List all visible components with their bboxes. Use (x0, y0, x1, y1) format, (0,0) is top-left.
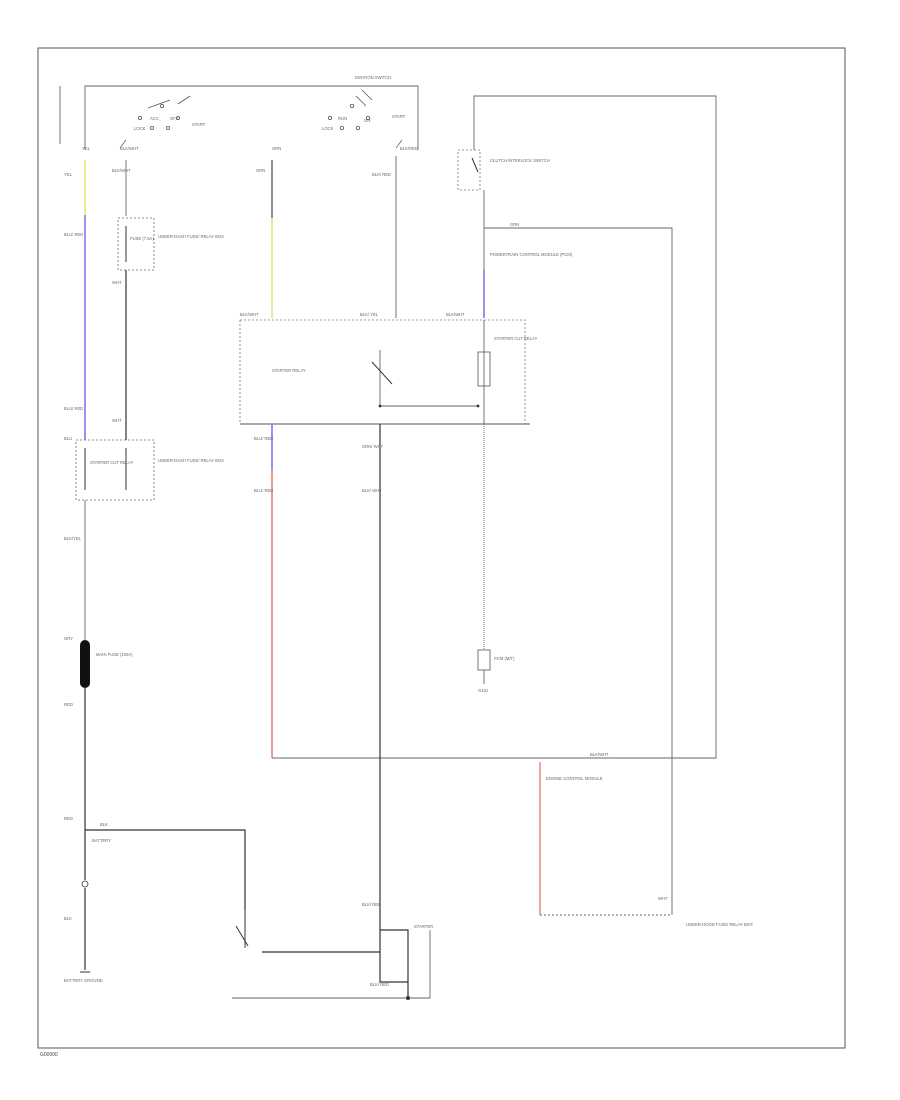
wire-label: ACC (150, 116, 159, 121)
wire-label: GRN (510, 222, 519, 227)
wire-label: BLK/WHT (120, 146, 139, 151)
ignition-contacts-left (137, 95, 191, 131)
under-dash-fuse-relay-box-upper: FUSE (7.5A) UNDER-DASH FUSE/ RELAY BOX (117, 217, 224, 271)
wire-label: BLK/RED (400, 146, 418, 151)
wire-label: BLK/WHT (240, 312, 259, 317)
wire-label: STARTER CUT RELAY (90, 460, 134, 465)
wire-label: OFF (170, 116, 179, 121)
wire-label: RUN (338, 116, 347, 121)
wire-label: BLK/WHT (446, 312, 465, 317)
wire-label: PCM (M/T) (494, 656, 515, 661)
wire-label: LOCK (322, 126, 334, 131)
wire-label: MAIN FUSE (100A) (96, 652, 133, 657)
wire-label: BATTERY (92, 838, 111, 843)
wire-label: YEL (64, 172, 73, 177)
wire-label: START (192, 122, 206, 127)
wire-label: UNDER-DASH FUSE/ RELAY BOX (158, 458, 224, 463)
wire-label: BLU/ RED (254, 488, 273, 493)
wire-label: GRY (64, 636, 73, 641)
wire-label: UNDER-DASH FUSE/ RELAY BOX (158, 234, 224, 239)
battery-ground: BATTERY GROUND (64, 971, 103, 983)
right-column-wiring: CLUTCH INTERLOCK SWITCH BLK/WHT POWERTRA… (446, 149, 753, 927)
wire-label: BLK/WHT (112, 168, 131, 173)
battery: BATTERY BLK (64, 830, 111, 970)
pcm-mt: PCM (M/T) G101 (477, 649, 515, 693)
wire-label: BLK (64, 916, 72, 921)
wire-label: START (392, 114, 406, 119)
wire-label: RED (64, 816, 73, 821)
wire-label: BLU/ RED (64, 232, 83, 237)
wire-label: WHT (658, 896, 668, 901)
wire-label: BLK/ WHT (362, 488, 382, 493)
left-column-wiring: YEL BLU/ RED BLU/ RED BLU BLK/WHT FUSE (… (64, 160, 246, 983)
starter-motor: STARTER BLK/ RED (232, 910, 433, 1000)
wire-label: STARTER RELAY (272, 368, 306, 373)
ignition-switch: IGNITION SWITCH ACC OFF START LOCK RUN O… (59, 75, 419, 151)
wire-label: BLK/ RED (370, 982, 389, 987)
wire-label: GRN/ WHT (362, 444, 384, 449)
clutch-interlock-switch: CLUTCH INTERLOCK SWITCH (457, 149, 550, 191)
wire-label: FUSE (7.5A) (130, 236, 154, 241)
wire-label: UNDER-HOOD FUSE/ RELAY BOX (686, 922, 753, 927)
wire-label: CLUTCH INTERLOCK SWITCH (490, 158, 550, 163)
wire-label: BLU (64, 436, 72, 441)
middle-column-wiring: GRN BLK/WHT BLK/ RED BLK/ YEL STARTER RE… (239, 95, 717, 930)
wire-label: BLK/ RED (362, 902, 381, 907)
starter-cut-relay: STARTER CUT RELAY (477, 320, 538, 424)
wire-label: RED (64, 702, 73, 707)
main-fuse (80, 640, 90, 688)
wire-label: LOCK (134, 126, 146, 131)
wire-label: BLU/ RED (64, 406, 83, 411)
diagram-frame (37, 47, 846, 1049)
wire-label: STARTER CUT RELAY (494, 336, 538, 341)
wire-label: POWERTRAIN CONTROL MODULE (PCM) (490, 252, 573, 257)
wire-label: YEL (82, 146, 91, 151)
wire-label: GRN (272, 146, 281, 151)
ignition-contacts-right (327, 89, 373, 131)
wire-label: ENGINE CONTROL MODULE (546, 776, 603, 781)
wire-label: GRN (256, 168, 265, 173)
ignition-switch-label: IGNITION SWITCH (355, 75, 391, 80)
wire-label: G101 (478, 688, 489, 693)
wire-label: BATTERY GROUND (64, 978, 103, 983)
wire-label: STARTER (414, 924, 433, 929)
under-dash-fuse-relay-box-lower: STARTER CUT RELAY UNDER-DASH FUSE/ RELAY… (75, 439, 224, 501)
starter-relay-box: STARTER RELAY (239, 319, 530, 425)
wire-label: BLU/ RED (254, 436, 273, 441)
wire-label: BLK/ YEL (360, 312, 379, 317)
wire-label: ON (364, 118, 370, 123)
wire-label: BLK (100, 822, 108, 827)
wire-label: BLK/ RED (372, 172, 391, 177)
wire-label: WHT (112, 418, 122, 423)
wire-label: WHT (112, 280, 122, 285)
wire-label: BLK/YEL (64, 536, 82, 541)
diagram-code: G00000 (40, 1052, 58, 1058)
wire-label: BLK/WHT (590, 752, 609, 757)
